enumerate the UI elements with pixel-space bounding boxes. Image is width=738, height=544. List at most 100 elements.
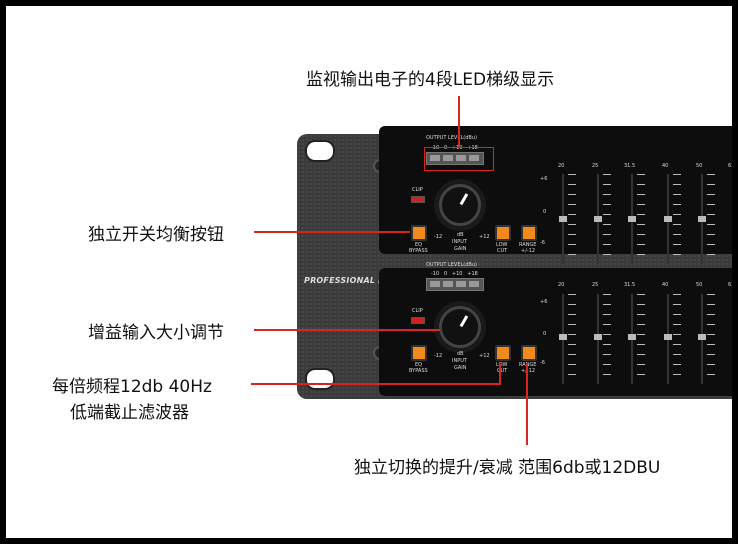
- clip-label-1: CLIP: [412, 187, 423, 193]
- callout-line-top: [458, 96, 460, 147]
- led-scale-value: 0: [443, 145, 448, 151]
- output-level-label-1: OUTPUT LEVEL(dBu): [426, 135, 477, 141]
- eq-label-2: EQ: [415, 362, 423, 368]
- bypass-label-1: BYPASS: [409, 248, 428, 254]
- gain-label-1: GAIN: [454, 246, 467, 252]
- fader-freq-label: 25: [592, 163, 599, 169]
- gain-knob-2[interactable]: [439, 306, 481, 348]
- fader-tick-scale: [603, 294, 611, 384]
- eq-fader[interactable]: [698, 174, 706, 264]
- callout-line-range: [526, 363, 528, 445]
- led-scale-value: -10: [431, 271, 440, 277]
- callout-boost-cut: 独立切换的提升/衰减 范围6db或12DBU: [354, 458, 661, 478]
- fader-freq-label: 63: [728, 163, 732, 169]
- bypass-label-2: BYPASS: [409, 368, 428, 374]
- led-meter-2: [426, 278, 484, 291]
- callout-eq-bypass: 独立开关均衡按钮: [88, 225, 224, 245]
- low-cut-button-2[interactable]: [495, 345, 511, 361]
- cut-label-1: CUT: [497, 248, 508, 254]
- fader-scale-minus-2: -6: [540, 360, 545, 366]
- callout-line-filter-vert: [499, 364, 501, 384]
- fader-scale-zero-2: 0: [543, 331, 547, 337]
- low-label-1: LOW: [496, 242, 508, 248]
- fader-tick-scale: [637, 294, 645, 384]
- fader-freq-label: 31.5: [624, 163, 636, 169]
- fader-freq-label: 50: [696, 282, 703, 288]
- fader-freq-label: 63: [728, 282, 732, 288]
- led-segment: [430, 155, 440, 161]
- callout-line-filter: [251, 383, 501, 385]
- fader-freq-label: 20: [558, 163, 565, 169]
- fader-tick-scale: [603, 174, 611, 264]
- fader-freq-label: 40: [662, 282, 669, 288]
- eq-fader[interactable]: [664, 174, 672, 264]
- rack-ear-hole-top: [305, 140, 335, 162]
- product-image-canvas: PROFESSIONAL PRODUCTS OUTPUT LEVEL(dBu) …: [6, 6, 732, 538]
- output-level-label-2: OUTPUT LEVEL(dBu): [426, 262, 477, 268]
- range-button-1[interactable]: [521, 225, 537, 241]
- led-segment: [443, 281, 453, 287]
- eq-fader[interactable]: [594, 294, 602, 384]
- eq-label-1: EQ: [415, 242, 423, 248]
- led-segment: [430, 281, 440, 287]
- range-value-2: +/-12: [521, 368, 536, 374]
- led-scale-value: -10: [431, 145, 440, 151]
- knob-min-1: -12: [434, 234, 443, 240]
- fader-freq-label: 20: [558, 282, 565, 288]
- fader-tick-scale: [707, 174, 715, 264]
- fader-tick-scale: [673, 294, 681, 384]
- fader-tick-scale: [673, 174, 681, 264]
- input-label-1: INPUT: [452, 239, 467, 245]
- gain-label-2: GAIN: [454, 365, 467, 371]
- low-cut-button-1[interactable]: [495, 225, 511, 241]
- led-scale-1: -10 0 +10 +18: [431, 145, 478, 151]
- rack-ear-hole-bottom: [305, 368, 335, 390]
- knob-indicator: [459, 315, 469, 328]
- fader-tick-scale: [568, 174, 576, 264]
- callout-filter-line1: 每倍频程12db 40Hz: [52, 377, 212, 397]
- led-segment: [456, 281, 466, 287]
- eq-fader[interactable]: [594, 174, 602, 264]
- low-label-2: LOW: [496, 362, 508, 368]
- eq-fader[interactable]: [559, 294, 567, 384]
- knob-db-1: dB: [457, 232, 464, 238]
- callout-filter-line2: 低端截止滤波器: [70, 403, 189, 423]
- range-value-1: +/-12: [521, 248, 536, 254]
- range-button-2[interactable]: [521, 345, 537, 361]
- knob-max-1: +12: [479, 234, 490, 240]
- callout-highlight-led: [424, 147, 494, 171]
- eq-bypass-button-1[interactable]: [411, 225, 427, 241]
- led-scale-2: -10 0 +10 +18: [431, 271, 478, 277]
- gain-knob-1[interactable]: [439, 184, 481, 226]
- fader-tick-scale: [637, 174, 645, 264]
- callout-gain: 增益输入大小调节: [88, 323, 224, 343]
- led-scale-value: +10: [451, 271, 463, 277]
- led-segment: [456, 155, 466, 161]
- fader-freq-label: 40: [662, 163, 669, 169]
- eq-fader[interactable]: [628, 294, 636, 384]
- led-scale-value: +18: [467, 145, 478, 151]
- eq-bypass-button-2[interactable]: [411, 345, 427, 361]
- fader-freq-label: 25: [592, 282, 599, 288]
- fader-freq-label: 31.5: [624, 282, 636, 288]
- clip-led-1: [411, 196, 425, 203]
- led-segment: [469, 155, 479, 161]
- knob-max-2: +12: [479, 353, 490, 359]
- eq-fader[interactable]: [698, 294, 706, 384]
- callout-line-gain: [254, 329, 440, 331]
- led-scale-value: +10: [451, 145, 463, 151]
- fader-scale-minus-1: -6: [540, 240, 545, 246]
- cut-label-2: CUT: [497, 368, 508, 374]
- led-scale-value: +18: [467, 271, 478, 277]
- knob-db-2: dB: [457, 351, 464, 357]
- led-segment: [443, 155, 453, 161]
- eq-fader[interactable]: [559, 174, 567, 264]
- fader-tick-scale: [568, 294, 576, 384]
- fader-scale-zero-1: 0: [543, 209, 547, 215]
- eq-fader[interactable]: [664, 294, 672, 384]
- clip-label-2: CLIP: [412, 308, 423, 314]
- eq-fader[interactable]: [628, 174, 636, 264]
- callout-line-eq: [254, 231, 410, 233]
- brand-label: PROFESSIONAL PRODUCTS: [304, 276, 429, 285]
